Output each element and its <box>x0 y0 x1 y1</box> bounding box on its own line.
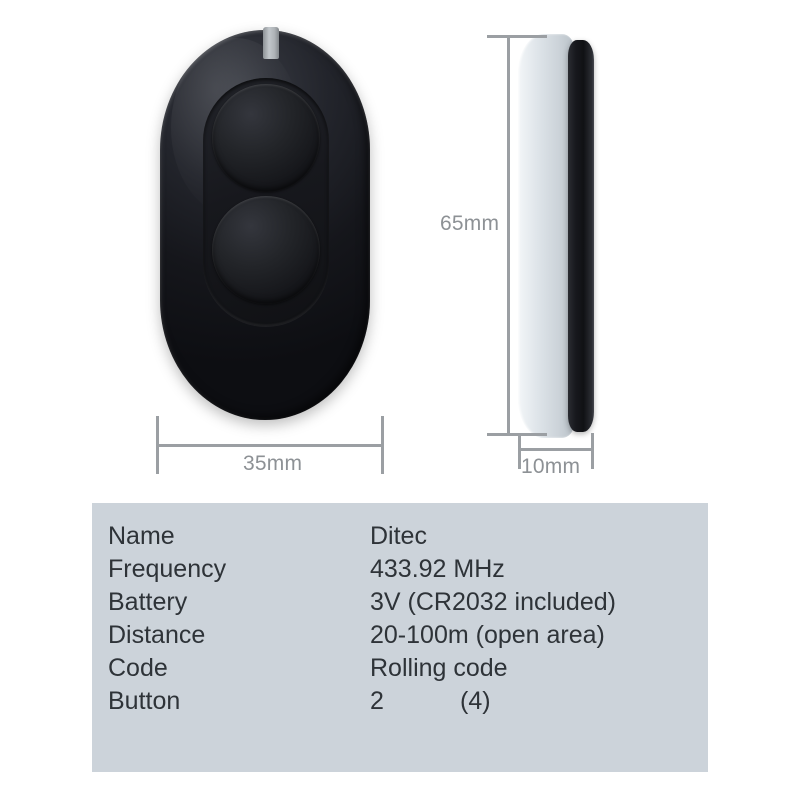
spec-value-frequency: 433.92 MHz <box>370 555 505 583</box>
height-dimension-line <box>507 35 510 436</box>
width-dimension-tick-left <box>156 416 159 474</box>
spec-value-name: Ditec <box>370 522 427 550</box>
depth-dimension-tick-right <box>591 433 594 469</box>
spec-label-code: Code <box>108 654 168 682</box>
spec-label-button: Button <box>108 687 181 715</box>
height-dimension-label: 65mm <box>440 212 500 235</box>
spec-value-button: 2 (4) <box>370 689 692 722</box>
depth-dimension-line <box>518 448 594 451</box>
spec-value-battery: 3V (CR2032 included) <box>370 588 616 616</box>
spec-value-code: Rolling code <box>370 654 508 682</box>
specification-panel: Name Ditec Frequency 433.92 MHz Battery … <box>92 503 708 772</box>
remote-side-front-face <box>568 40 594 432</box>
table-row: Distance 20-100m (open area) <box>108 623 692 656</box>
table-row: Name Ditec <box>108 524 692 557</box>
remote-button-bottom[interactable] <box>212 196 320 304</box>
depth-dimension-tick-left <box>518 433 521 469</box>
width-dimension-tick-right <box>381 416 384 474</box>
keyring-tab <box>263 27 279 59</box>
width-dimension-line <box>156 444 384 447</box>
depth-dimension-label: 10mm <box>521 455 581 478</box>
table-row: Frequency 433.92 MHz <box>108 557 692 590</box>
spec-value-distance: 20-100m (open area) <box>370 621 605 649</box>
remote-side-shell <box>518 34 574 438</box>
spec-label-distance: Distance <box>108 621 206 649</box>
spec-value-button-alt: (4) <box>460 687 491 715</box>
remote-front-view <box>160 27 370 420</box>
spec-label-name: Name <box>108 522 175 550</box>
table-row: Battery 3V (CR2032 included) <box>108 590 692 623</box>
remote-side-view <box>518 34 596 438</box>
height-dimension-tick-top <box>487 35 547 38</box>
spec-label-frequency: Frequency <box>108 555 227 583</box>
remote-button-top[interactable] <box>212 84 320 192</box>
table-row: Button 2 (4) <box>108 689 692 722</box>
button-recess-panel <box>203 78 329 326</box>
width-dimension-label: 35mm <box>243 452 303 475</box>
spec-label-battery: Battery <box>108 588 188 616</box>
height-dimension-tick-bottom <box>487 433 547 436</box>
spec-value-button-count: 2 <box>370 687 384 715</box>
table-row: Code Rolling code <box>108 656 692 689</box>
specification-table: Name Ditec Frequency 433.92 MHz Battery … <box>108 524 692 722</box>
